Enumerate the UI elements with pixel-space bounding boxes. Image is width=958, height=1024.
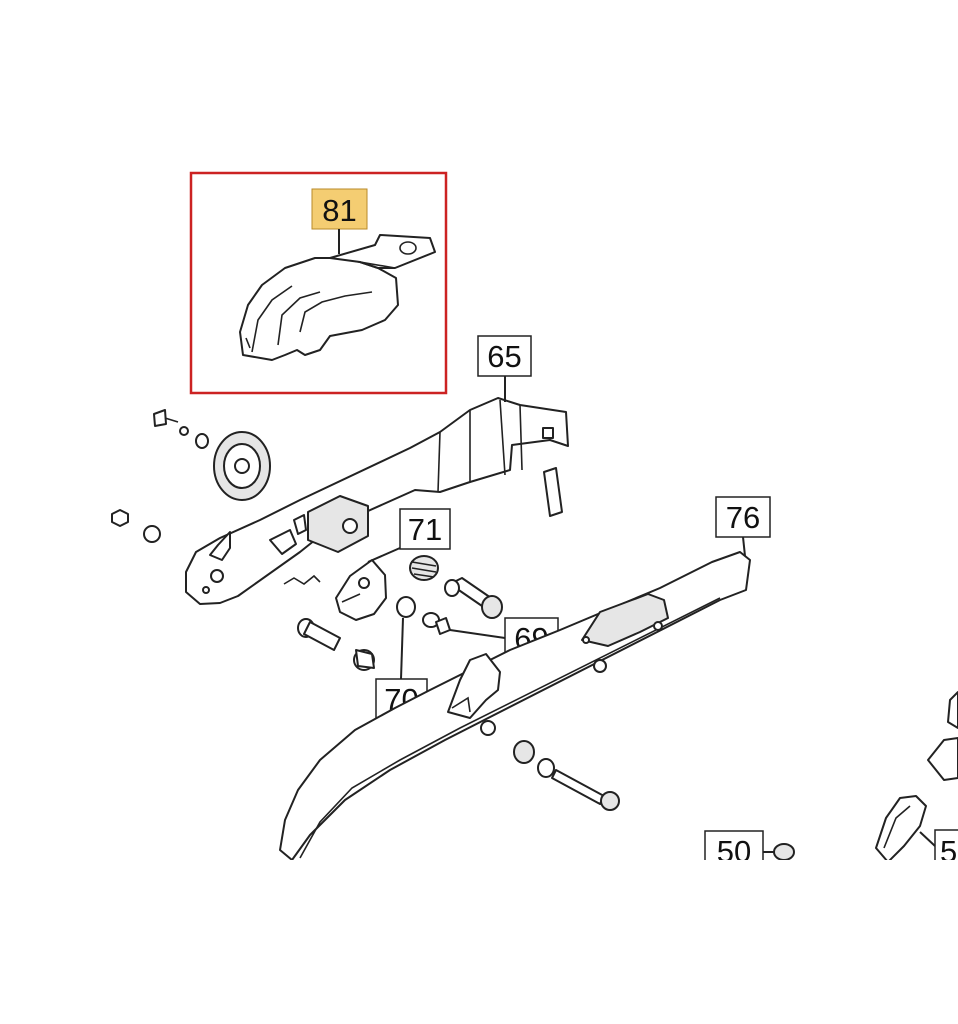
part-50-nut[interactable]: [773, 843, 795, 861]
spring-clip-small[interactable]: [283, 574, 321, 585]
washer-small-1[interactable]: [179, 426, 189, 436]
pivot-sleeve[interactable]: [353, 649, 375, 671]
highlight-box-81: [189, 171, 448, 395]
pin-upright[interactable]: [543, 467, 563, 517]
screw-small[interactable]: [153, 409, 179, 427]
callout-65: 65: [477, 335, 532, 402]
pulley-wheel[interactable]: [213, 431, 271, 501]
handle-bolt[interactable]: [551, 769, 620, 811]
handle-nut[interactable]: [513, 740, 535, 764]
callout-71-label: 71: [408, 512, 442, 547]
part-81-cover[interactable]: [239, 234, 436, 361]
part-69-bolt[interactable]: [422, 612, 451, 635]
part-65-bracket[interactable]: [185, 397, 569, 605]
spring-coil[interactable]: [409, 555, 439, 581]
callout-76: 76: [715, 496, 771, 557]
callout-81-label: 81: [322, 193, 356, 228]
part-70-washer[interactable]: [396, 596, 416, 618]
callout-65-label: 65: [487, 339, 521, 374]
pivot-bolt[interactable]: [297, 618, 341, 651]
right-chain-link[interactable]: [875, 795, 927, 863]
right-clip[interactable]: [927, 691, 958, 781]
washer-small-2[interactable]: [195, 433, 209, 449]
callout-81: 81: [311, 188, 368, 254]
part-76-handle[interactable]: [279, 551, 751, 861]
callout-71: 71: [367, 508, 451, 563]
washer-left[interactable]: [143, 525, 161, 543]
bolt-sleeve[interactable]: [444, 577, 503, 619]
nut-small[interactable]: [111, 509, 129, 527]
crop-band: [0, 860, 958, 1024]
callout-76-label: 76: [726, 500, 760, 535]
handle-washer[interactable]: [537, 758, 555, 778]
part-71-lever-plate[interactable]: [335, 559, 387, 621]
